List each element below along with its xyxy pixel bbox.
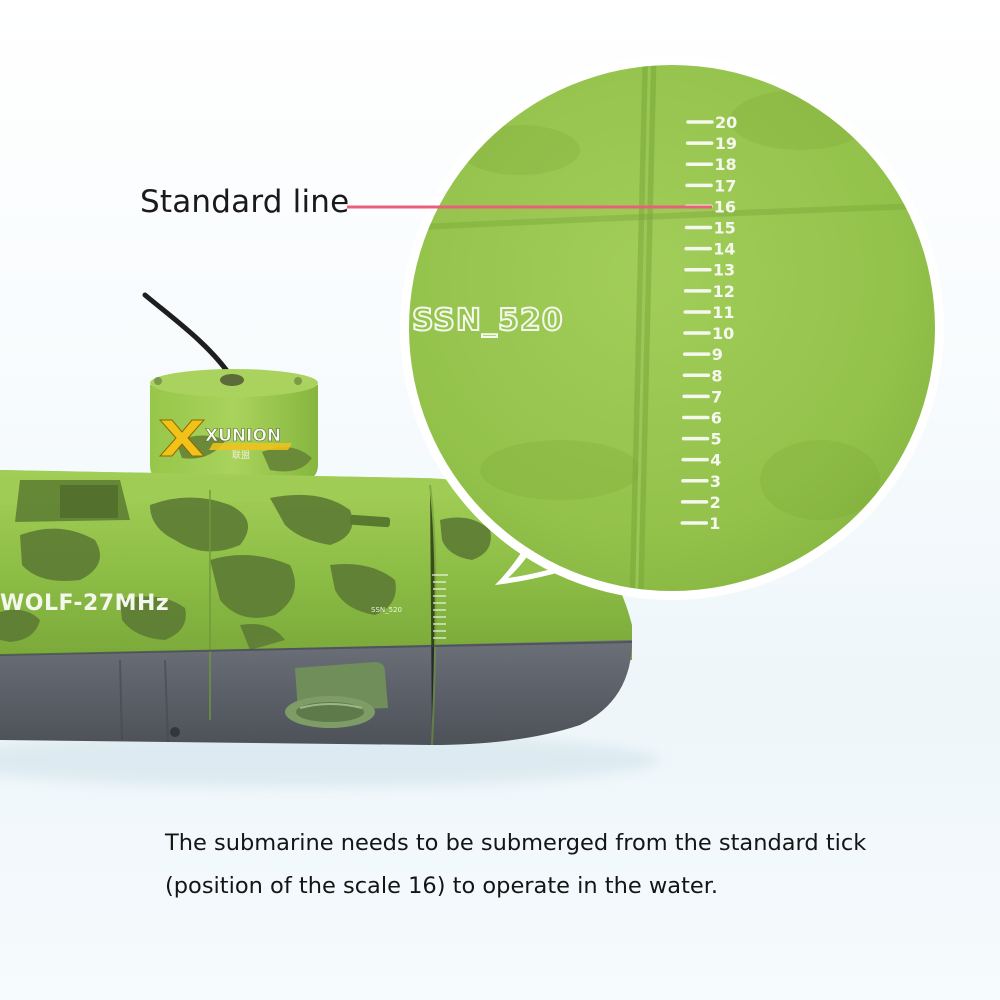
scale-tick-label: 14 xyxy=(713,240,735,259)
antenna xyxy=(142,292,235,381)
scale-tick-label: 17 xyxy=(714,176,736,195)
caption-line-2: (position of the scale 16) to operate in… xyxy=(165,873,719,899)
scale-tick-label: 3 xyxy=(710,472,721,491)
panel-seam-horizontal xyxy=(409,202,935,231)
magnifier-hull-code: SSN_520 xyxy=(412,303,564,338)
scale-tick-label: 4 xyxy=(710,451,721,470)
standard-line-label: Standard line xyxy=(140,184,350,220)
scale-tick-label: 2 xyxy=(710,493,721,512)
brand-name: XUNION xyxy=(205,426,281,446)
scale-tick-label: 10 xyxy=(712,324,734,343)
scale-tick-label: 1 xyxy=(709,514,720,533)
scale-tick-label: 16 xyxy=(714,197,736,216)
camo-pattern xyxy=(0,494,491,650)
caption-line-1: The submarine needs to be submerged from… xyxy=(165,830,867,856)
conning-tower xyxy=(150,369,318,482)
scale-tick-label: 11 xyxy=(712,303,734,322)
scale-tick-label: 6 xyxy=(711,408,722,427)
hull-port xyxy=(170,727,180,737)
scale-tick-label: 18 xyxy=(714,155,736,174)
scale-tick-label: 13 xyxy=(713,261,735,280)
scale-tick-label: 19 xyxy=(715,134,737,153)
hull-scale-strip xyxy=(432,574,448,639)
caption: The submarine needs to be submerged from… xyxy=(165,822,925,908)
magnifier-callout: 20 19 18 17 16 15 14 13 12 11 10 9 8 7 6 5 4 3 2 1 SSN_520 xyxy=(400,56,944,600)
model-text: WOLF-27MHz xyxy=(0,591,169,616)
water-shadow xyxy=(0,732,660,788)
scale-tick-label: 20 xyxy=(715,113,737,132)
brand-sub: 联盟 xyxy=(232,450,250,461)
scale-tick-label: 15 xyxy=(714,219,736,238)
scale-tick-label: 5 xyxy=(711,430,722,449)
dive-plane xyxy=(285,662,388,728)
hull-code-small: SSN_520 xyxy=(371,606,402,614)
scale-tick-label: 8 xyxy=(711,366,722,385)
scale-tick-label: 9 xyxy=(712,345,723,364)
depth-scale: 20 19 18 17 16 15 14 13 12 11 10 9 8 7 6 5 4 3 2 1 xyxy=(680,113,737,533)
scale-tick-label: 7 xyxy=(711,387,722,406)
scale-tick-label: 12 xyxy=(713,282,735,301)
brand-logo: XUNION 联盟 xyxy=(158,419,292,461)
submarine: XUNION 联盟 WOLF-27MHz SSN_520 xyxy=(0,292,633,746)
